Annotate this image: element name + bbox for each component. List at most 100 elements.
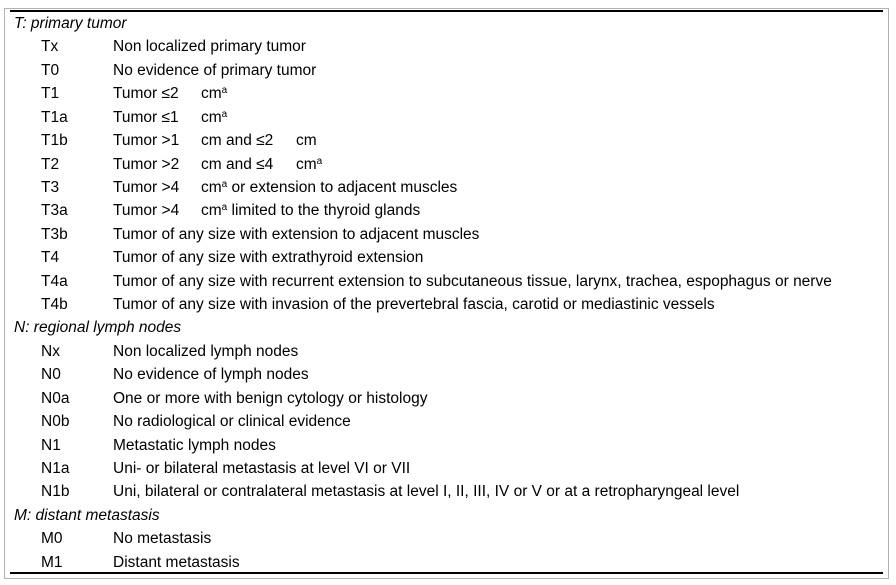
description-segment: Tumor of any size with extension to adja… <box>113 225 480 243</box>
row-code: N1 <box>41 436 61 454</box>
row-code: T3b <box>41 225 68 243</box>
footnote-marker: a <box>221 85 228 97</box>
description-segment: Tumor ≤1 <box>113 108 179 126</box>
table-frame: T: primary tumor Tx Non localized primar… <box>4 8 889 579</box>
row-description: No evidence of lymph nodes <box>113 363 882 386</box>
description-segment: No evidence of lymph nodes <box>113 366 309 384</box>
description-segment: cm and ≤4 <box>201 155 274 173</box>
table-top-rule <box>10 10 883 12</box>
row-code: T4 <box>41 249 60 267</box>
row-code: M0 <box>41 530 63 548</box>
table-row: T3a Tumor >4 cma limited to the thyroid g… <box>14 199 882 222</box>
footnote-marker: a <box>316 155 323 167</box>
row-description: One or more with benign cytology or hist… <box>113 387 882 410</box>
description-segment: Uni- or bilateral metastasis at level VI… <box>113 460 411 478</box>
table-row: N1a Uni- or bilateral metastasis at leve… <box>14 457 882 480</box>
description-segment: cm <box>296 132 317 150</box>
description-segment: Uni, bilateral or contralateral metastas… <box>113 483 740 501</box>
table-row: N1 Metastatic lymph nodes <box>14 434 882 457</box>
row-description: Non localized lymph nodes <box>113 340 882 363</box>
description-segment: cma limited to the thyroid glands <box>201 202 421 220</box>
table-row: T4 Tumor of any size with extrathyroid e… <box>14 246 882 269</box>
row-description: Tumor of any size with extension to adja… <box>113 223 882 246</box>
row-code: T1 <box>41 85 60 103</box>
row-description: Tumor ≤2 cma <box>113 82 882 105</box>
row-code: Tx <box>41 38 59 56</box>
description-segment: cm and ≤2 <box>201 132 274 150</box>
description-segment: No metastasis <box>113 530 212 548</box>
table-section: T: primary tumor Tx Non localized primar… <box>14 12 882 316</box>
row-code: T4b <box>41 296 68 314</box>
section-header: M: distant metastasis <box>14 506 160 524</box>
description-segment: Tumor >2 <box>113 155 180 173</box>
description-segment: Tumor of any size with recurrent extensi… <box>113 272 832 290</box>
table-row: T4b Tumor of any size with invasion of t… <box>14 293 882 316</box>
table-row: T4a Tumor of any size with recurrent ext… <box>14 270 882 293</box>
row-description: Tumor of any size with extrathyroid exte… <box>113 246 882 269</box>
row-code: T3a <box>41 202 68 220</box>
row-code: Nx <box>41 342 60 360</box>
section-header: T: primary tumor <box>14 15 127 32</box>
table-row: T1b Tumor >1 cm and ≤2 cm <box>14 129 882 152</box>
table-row: Tx Non localized primary tumor <box>14 35 882 58</box>
description-segment: Tumor ≤2 <box>113 85 179 103</box>
table-bottom-rule <box>10 572 883 574</box>
row-code: T1b <box>41 132 68 150</box>
row-description: No metastasis <box>113 527 882 550</box>
description-segment: cma <box>296 155 323 173</box>
row-description: Distant metastasis <box>113 551 882 574</box>
table-section: M: distant metastasis M0 No metastasis M… <box>14 504 882 574</box>
row-code: T1a <box>41 108 68 126</box>
row-code: T3 <box>41 178 60 196</box>
table-row: N1b Uni, bilateral or contralateral meta… <box>14 480 882 503</box>
table-content: T: primary tumor Tx Non localized primar… <box>14 12 882 574</box>
table-section: N: regional lymph nodes Nx Non localized… <box>14 316 882 503</box>
row-description: Tumor >1 cm and ≤2 cm <box>113 129 882 152</box>
description-segment: Non localized primary tumor <box>113 38 306 56</box>
row-code: T0 <box>41 61 60 79</box>
row-description: Uni- or bilateral metastasis at level VI… <box>113 457 882 480</box>
row-code: T4a <box>41 272 68 290</box>
footnote-marker: a <box>221 108 228 120</box>
table-row: T1 Tumor ≤2 cma <box>14 82 882 105</box>
footnote-marker: a <box>221 202 228 214</box>
row-code: N0a <box>41 389 70 407</box>
row-description: Tumor ≤1 cma <box>113 106 882 129</box>
row-code: M1 <box>41 553 63 571</box>
description-segment: Tumor >1 <box>113 132 180 150</box>
table-row: M0 No metastasis <box>14 527 882 550</box>
description-segment: cma <box>201 108 228 126</box>
footnote-marker: a <box>221 178 228 190</box>
row-code: N1a <box>41 460 70 478</box>
table-row: Nx Non localized lymph nodes <box>14 340 882 363</box>
description-segment: Tumor >4 <box>113 178 180 196</box>
row-description: Metastatic lymph nodes <box>113 434 882 457</box>
row-code: N1b <box>41 483 70 501</box>
section-rows: Tx Non localized primary tumor T0 No evi… <box>14 35 882 316</box>
row-description: Tumor of any size with invasion of the p… <box>113 293 882 316</box>
description-segment: Tumor of any size with extrathyroid exte… <box>113 249 424 267</box>
description-segment: cma <box>201 85 228 103</box>
table-row: M1 Distant metastasis <box>14 551 882 574</box>
description-segment: No evidence of primary tumor <box>113 61 317 79</box>
section-rows: Nx Non localized lymph nodes N0 No evide… <box>14 340 882 504</box>
row-code: N0 <box>41 366 61 384</box>
description-segment: No radiological or clinical evidence <box>113 413 351 431</box>
description-segment: Tumor >4 <box>113 202 180 220</box>
row-description: No radiological or clinical evidence <box>113 410 882 433</box>
table-row: N0 No evidence of lymph nodes <box>14 363 882 386</box>
table-row: T1a Tumor ≤1 cma <box>14 106 882 129</box>
row-code: N0b <box>41 413 70 431</box>
row-description: Uni, bilateral or contralateral metastas… <box>113 480 882 503</box>
row-description: Tumor of any size with recurrent extensi… <box>113 270 882 293</box>
description-segment: Tumor of any size with invasion of the p… <box>113 296 715 314</box>
table-row: T2 Tumor >2 cm and ≤4 cma <box>14 153 882 176</box>
row-code: T2 <box>41 155 60 173</box>
table-row: T0 No evidence of primary tumor <box>14 59 882 82</box>
description-segment: Non localized lymph nodes <box>113 342 299 360</box>
row-description: No evidence of primary tumor <box>113 59 882 82</box>
description-segment: Metastatic lymph nodes <box>113 436 276 454</box>
table-row: N0b No radiological or clinical evidence <box>14 410 882 433</box>
